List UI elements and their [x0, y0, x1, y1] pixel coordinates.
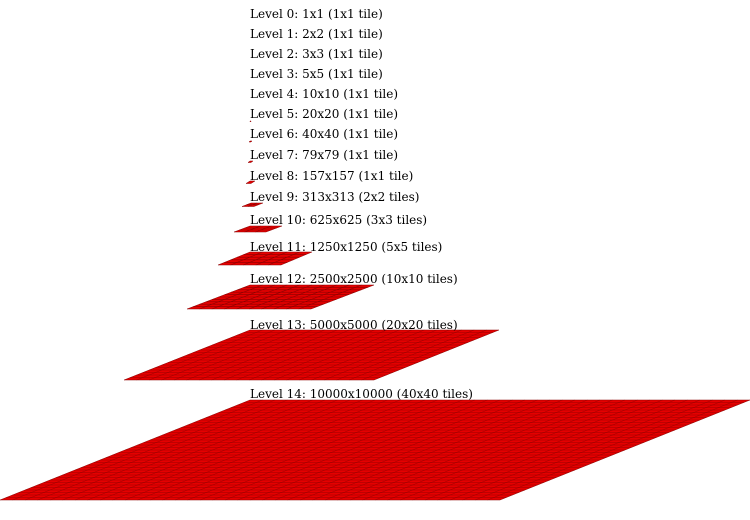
level-label-0: Level 0: 1x1 (1x1 tile) — [250, 7, 383, 21]
level-9-tile-grid — [246, 202, 259, 207]
level-label-12: Level 12: 2500x2500 (10x10 tiles) — [250, 272, 458, 286]
level-10-tile-grid — [239, 225, 277, 233]
level-label-10: Level 10: 625x625 (3x3 tiles) — [250, 213, 428, 227]
level-7-plane — [247, 160, 254, 163]
level-label-8: Level 8: 157x157 (1x1 tile) — [250, 169, 414, 183]
level-11-plane — [217, 251, 313, 266]
level-6-plane — [248, 140, 253, 143]
level-label-9: Level 9: 313x313 (2x2 tiles) — [250, 190, 420, 204]
level-label-14: Level 14: 10000x10000 (40x40 tiles) — [250, 387, 473, 401]
level-label-5: Level 5: 20x20 (1x1 tile) — [250, 107, 399, 121]
level-label-3: Level 3: 5x5 (1x1 tile) — [250, 67, 383, 81]
level-11-tile-grid — [224, 251, 306, 266]
level-label-13: Level 13: 5000x5000 (20x20 tiles) — [250, 318, 458, 332]
level-label-4: Level 4: 10x10 (1x1 tile) — [250, 87, 399, 101]
level-8-plane — [245, 180, 256, 184]
level-5-plane — [249, 120, 252, 122]
level-14-tile-grid — [6, 399, 744, 501]
level-label-1: Level 1: 2x2 (1x1 tile) — [250, 27, 383, 41]
level-label-2: Level 2: 3x3 (1x1 tile) — [250, 47, 383, 61]
level-12-tile-grid — [193, 284, 368, 310]
level-label-7: Level 7: 79x79 (1x1 tile) — [250, 148, 399, 162]
level-13-tile-grid — [130, 329, 493, 381]
level-label-6: Level 6: 40x40 (1x1 tile) — [250, 127, 399, 141]
level-label-11: Level 11: 1250x1250 (5x5 tiles) — [250, 240, 443, 254]
